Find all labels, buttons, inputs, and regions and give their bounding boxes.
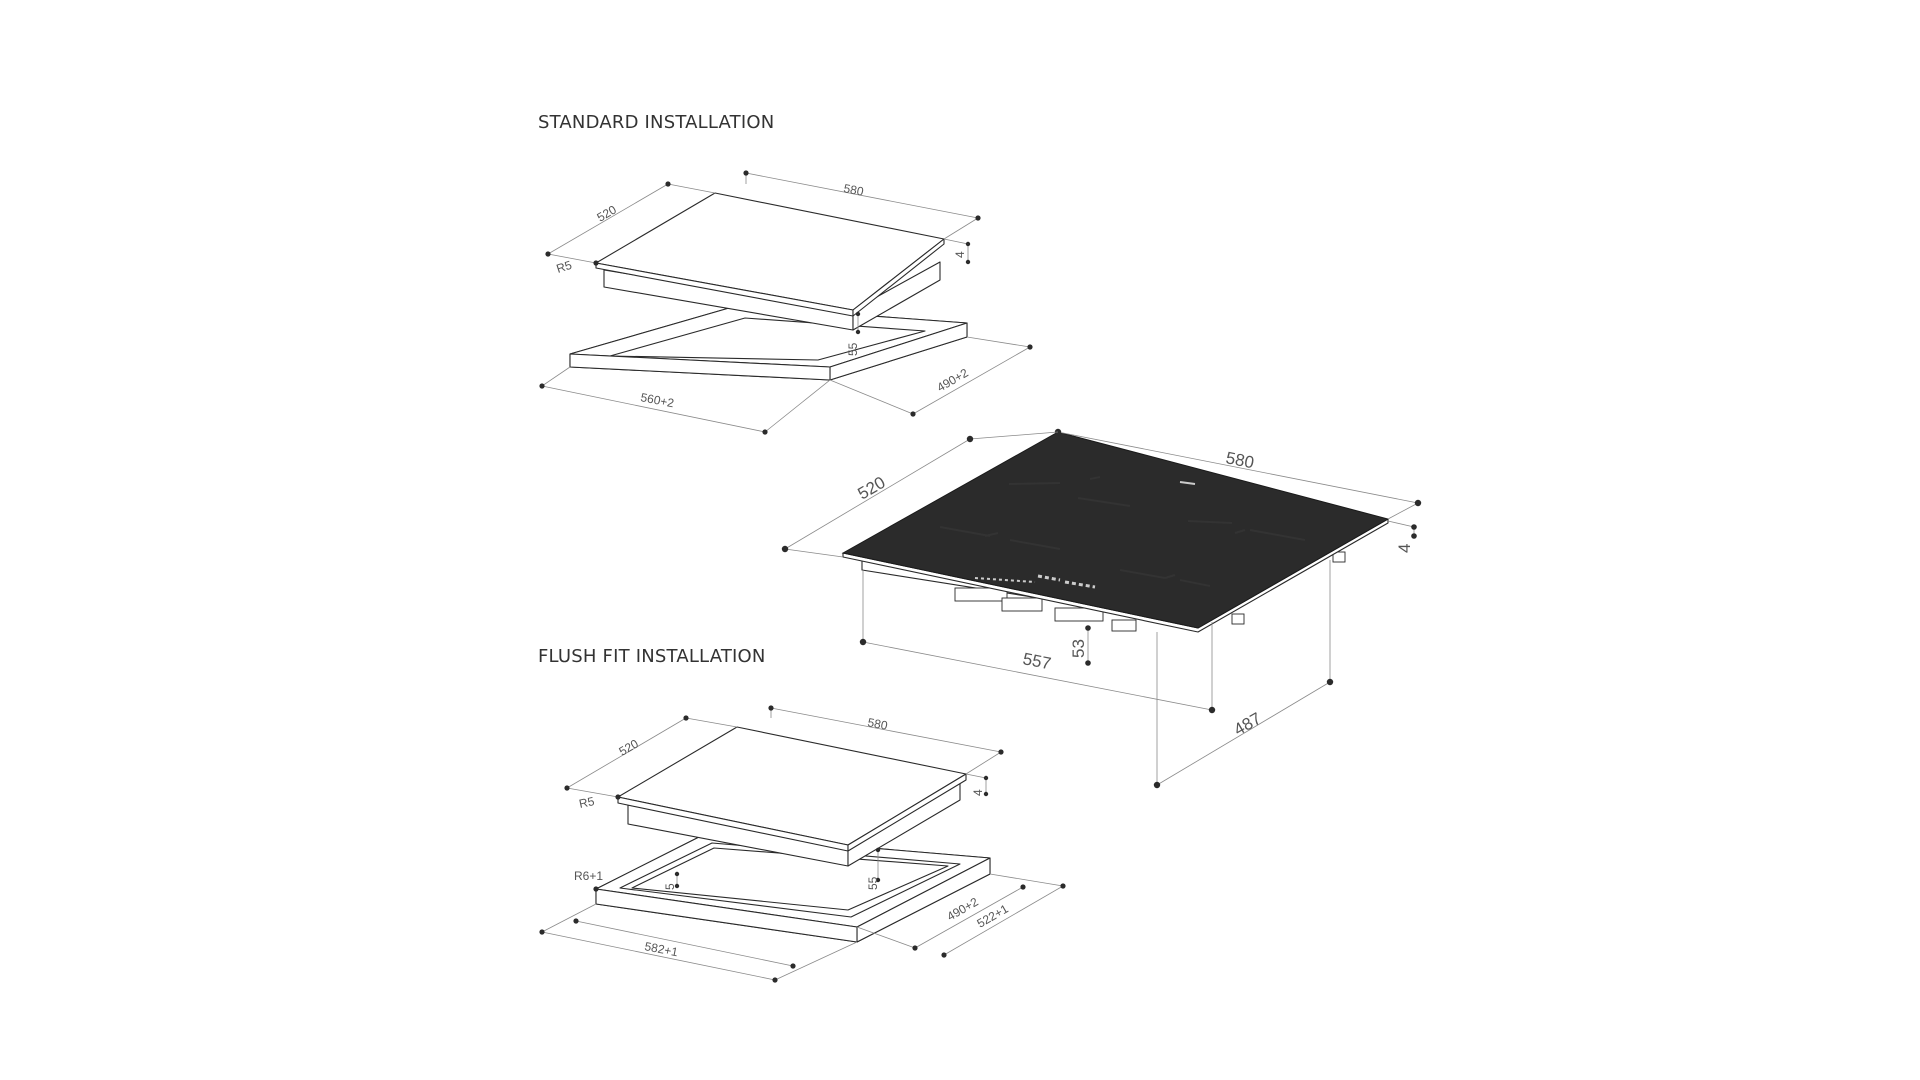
flush-body-height-label: 55 <box>866 876 880 890</box>
standard-depth-label: 520 <box>595 202 620 224</box>
flush-hob <box>617 726 967 867</box>
flush-rebate-frame <box>595 833 991 943</box>
foot-2 <box>1332 551 1346 563</box>
product-width-label: 580 <box>1224 448 1255 472</box>
standard-cutout-depth-label: 490+2 <box>935 365 971 394</box>
product-glass-top <box>841 431 1390 633</box>
product-body-width-label: 557 <box>1021 649 1052 673</box>
standard-dimensions <box>539 170 1033 435</box>
standard-cutout-width-label: 560+2 <box>639 390 675 410</box>
standard-body-height-label: 55 <box>846 342 860 356</box>
product-body-height-label: 53 <box>1069 639 1088 658</box>
standard-thickness-label: 4 <box>953 251 967 258</box>
vent-2 <box>1001 597 1043 612</box>
flush-rebate-width-label: 582+1 <box>643 939 679 959</box>
flush-dimensions <box>539 705 1066 983</box>
standard-installation-drawing: 580 520 R5 4 55 560+2 490+2 <box>539 170 1033 435</box>
vent-4 <box>1111 619 1137 632</box>
vent-1 <box>954 587 1008 602</box>
foot-1 <box>1231 613 1245 625</box>
cooking-zones <box>939 476 1306 589</box>
standard-installation-title: STANDARD INSTALLATION <box>538 112 774 133</box>
standard-cutout-frame <box>569 305 968 381</box>
flush-thickness-label: 4 <box>971 789 985 796</box>
vent-3 <box>1054 607 1104 622</box>
product-depth-label: 520 <box>855 473 889 504</box>
standard-width-label: 580 <box>842 181 865 199</box>
standard-radius-label: R5 <box>555 258 574 276</box>
product-dimensions <box>781 428 1422 789</box>
flush-radius-label: R5 <box>578 794 596 811</box>
product-body-depth-label: 487 <box>1231 709 1265 740</box>
flush-rebate-depth-label: 5 <box>663 883 677 890</box>
product-hob-drawing: 580 520 4 53 557 487 <box>781 428 1422 789</box>
flush-depth-label: 520 <box>617 736 642 758</box>
product-thickness-label: 4 <box>1395 544 1414 553</box>
flush-width-label: 580 <box>866 715 889 733</box>
flush-installation-drawing: 580 520 R5 4 55 R6+1 5 582+1 490+2 522+1 <box>539 705 1066 983</box>
standard-hob <box>595 192 945 331</box>
flush-rebate-radius-label: R6+1 <box>574 869 603 883</box>
flush-fit-installation-title: FLUSH FIT INSTALLATION <box>538 646 766 667</box>
